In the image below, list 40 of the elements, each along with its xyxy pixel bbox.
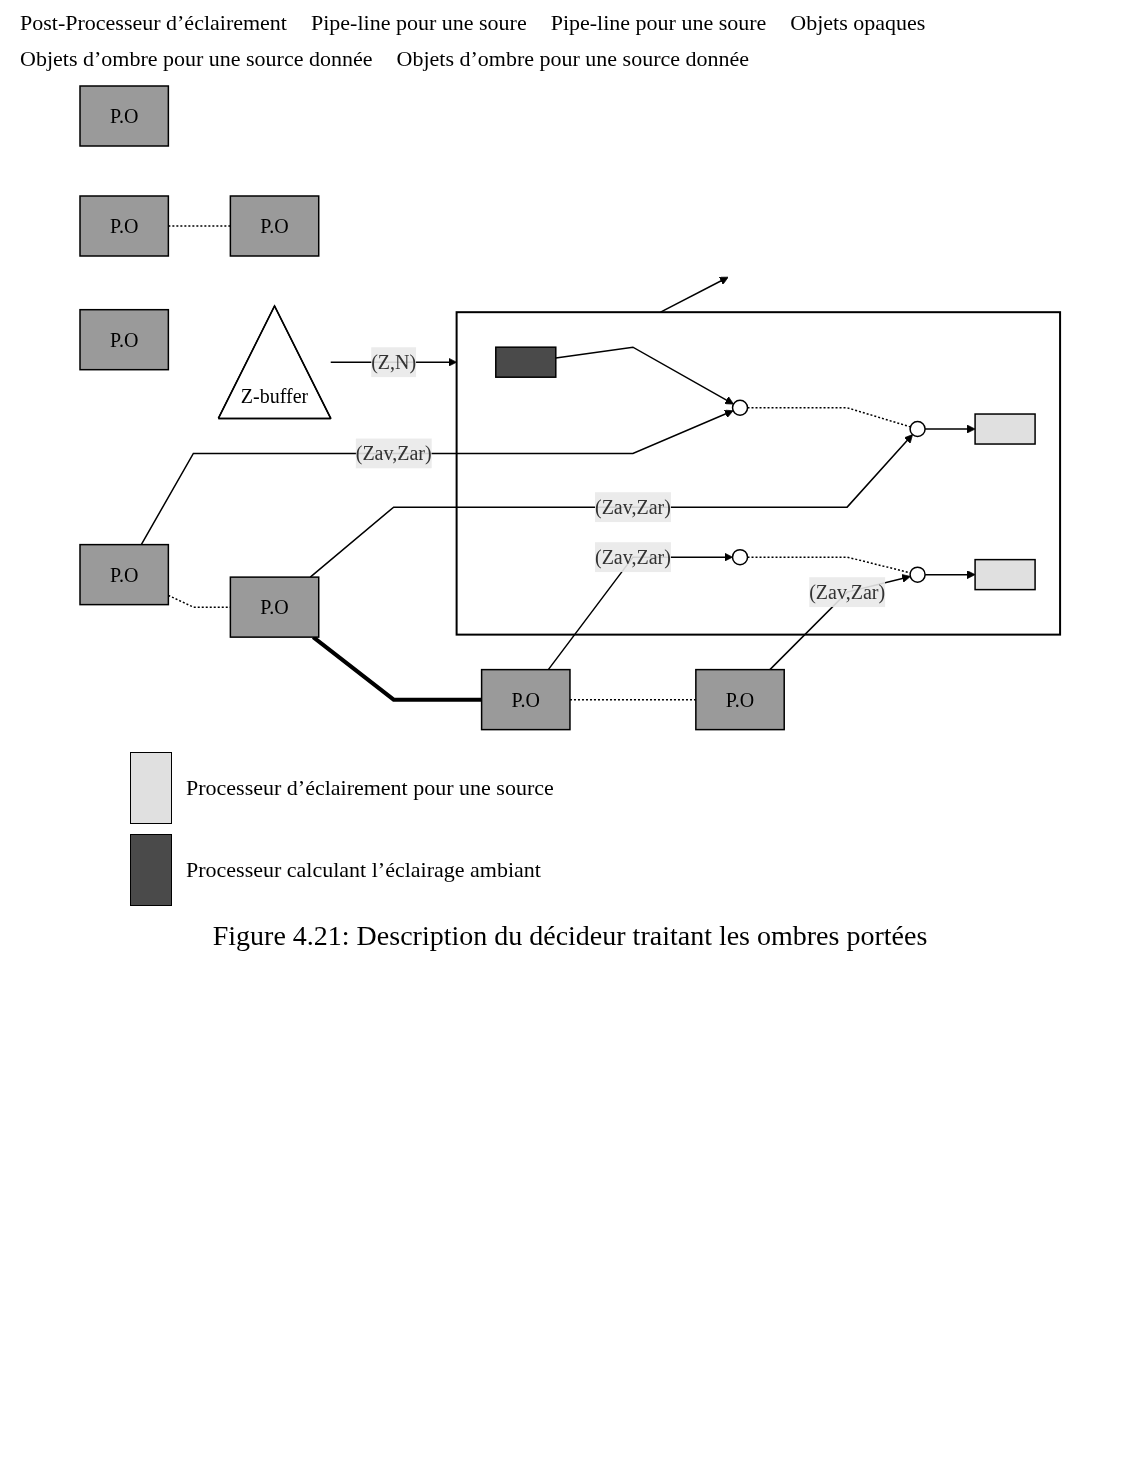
diagram-label: Objets opaques: [790, 10, 926, 36]
node-circle: [731, 399, 749, 417]
node-circle: [909, 566, 926, 583]
node-circle: [731, 548, 749, 566]
arrow: [924, 424, 976, 434]
node-box: P.O: [229, 195, 320, 257]
arrow: [769, 574, 911, 671]
arrow: [659, 276, 729, 313]
connector: [746, 407, 912, 428]
node-box: [495, 346, 557, 378]
edge-label: (Zav,Zar): [809, 581, 886, 604]
edge-label: (Z,N): [371, 351, 417, 374]
arrow: [924, 570, 976, 580]
node-box: P.O: [695, 668, 785, 731]
legend-text: Processeur d’éclairement pour une source: [186, 774, 554, 801]
node-circle: [909, 420, 926, 438]
node-box: [974, 558, 1036, 591]
edge-label: (Zav,Zar): [355, 442, 432, 465]
node-box: P.O: [480, 668, 571, 731]
node-box: P.O: [79, 85, 170, 147]
arrow: [555, 346, 734, 405]
diagram-label: Pipe-line pour une soure: [550, 10, 767, 36]
arrow: [140, 409, 734, 546]
figure-caption: Figure 4.21: Description du décideur traitant les ombres portées: [211, 919, 929, 952]
connector: [311, 635, 482, 702]
cluster: [455, 311, 1062, 636]
arrow: [309, 434, 913, 578]
diagram-label: Objets d’ombre pour une source donnée: [20, 46, 373, 72]
connector: [746, 556, 911, 574]
node-box: P.O: [79, 195, 170, 257]
diagram-label: Objets d’ombre pour une source donnée: [396, 46, 750, 72]
node-box: [974, 413, 1036, 445]
edge-label: (Zav,Zar): [594, 546, 671, 569]
diagram-label: Post-Processeur d’éclairement: [20, 10, 287, 36]
edge-label: (Zav,Zar): [594, 496, 671, 519]
diagram-label: Pipe-line pour une soure: [310, 10, 527, 36]
legend-text: Processeur calculant l’éclairage ambiant: [186, 856, 541, 883]
node-box: P.O: [229, 576, 320, 638]
node-box: P.O: [79, 308, 170, 371]
node-box: P.O: [79, 543, 170, 606]
